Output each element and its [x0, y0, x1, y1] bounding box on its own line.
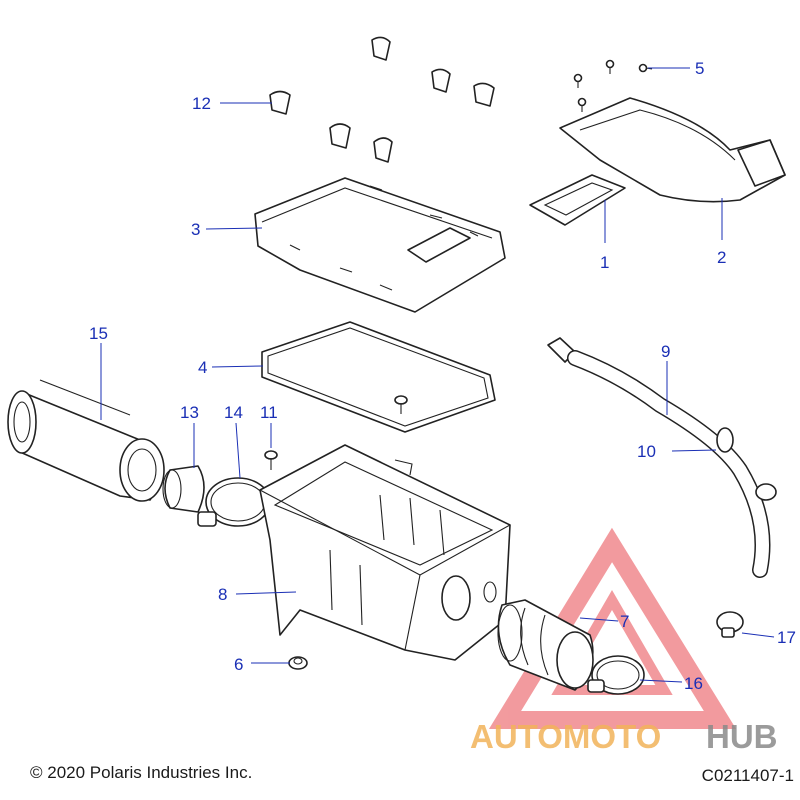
callout-10: 10: [637, 442, 656, 461]
air-filter-element: [7, 379, 165, 502]
breather-hose: [547, 337, 777, 578]
callout-7: 7: [620, 612, 629, 631]
outlet-boot: [497, 599, 594, 691]
callout-5: 5: [695, 59, 704, 78]
svg-text:HUB: HUB: [706, 718, 778, 755]
grommet-6: [288, 656, 308, 670]
callout-9: 9: [661, 342, 670, 361]
callout-2: 2: [717, 248, 726, 267]
callout-3: 3: [191, 220, 200, 239]
drawing-number: C0211407-1: [701, 766, 794, 785]
leader-lines: [100, 67, 775, 683]
screws-5: [573, 59, 653, 112]
svg-text:AUTOMOTO: AUTOMOTO: [470, 718, 661, 755]
callout-8: 8: [218, 585, 227, 604]
callout-13: 13: [180, 403, 199, 422]
callout-15: 15: [89, 324, 108, 343]
hose-clamp-17: [716, 611, 744, 638]
screw-11: [264, 450, 278, 470]
callout-4: 4: [198, 358, 207, 377]
callout-1: 1: [600, 253, 609, 272]
lid-seal-gasket: [261, 321, 496, 433]
hose-clamp-16: [587, 655, 645, 695]
callout-labels: 1 2 3 4 5 6 7 8 9 10 11 12 13 14 15 16 1…: [89, 59, 796, 693]
air-box-cover: [254, 177, 506, 313]
retaining-clips: [269, 36, 495, 163]
callout-16: 16: [684, 674, 703, 693]
callout-12: 12: [192, 94, 211, 113]
intake-duct: [559, 97, 786, 203]
copyright-notice: © 2020 Polaris Industries Inc.: [30, 763, 253, 782]
duct-gasket: [529, 174, 626, 226]
callout-6: 6: [234, 655, 243, 674]
hose-clamp-14: [197, 477, 271, 527]
callout-14: 14: [224, 403, 243, 422]
callout-11: 11: [260, 403, 278, 422]
air-box-base: [259, 444, 511, 661]
callout-17: 17: [777, 628, 796, 647]
coupler-ring: [162, 465, 205, 513]
watermark-text: AUTOMOTO HUB: [470, 718, 778, 755]
